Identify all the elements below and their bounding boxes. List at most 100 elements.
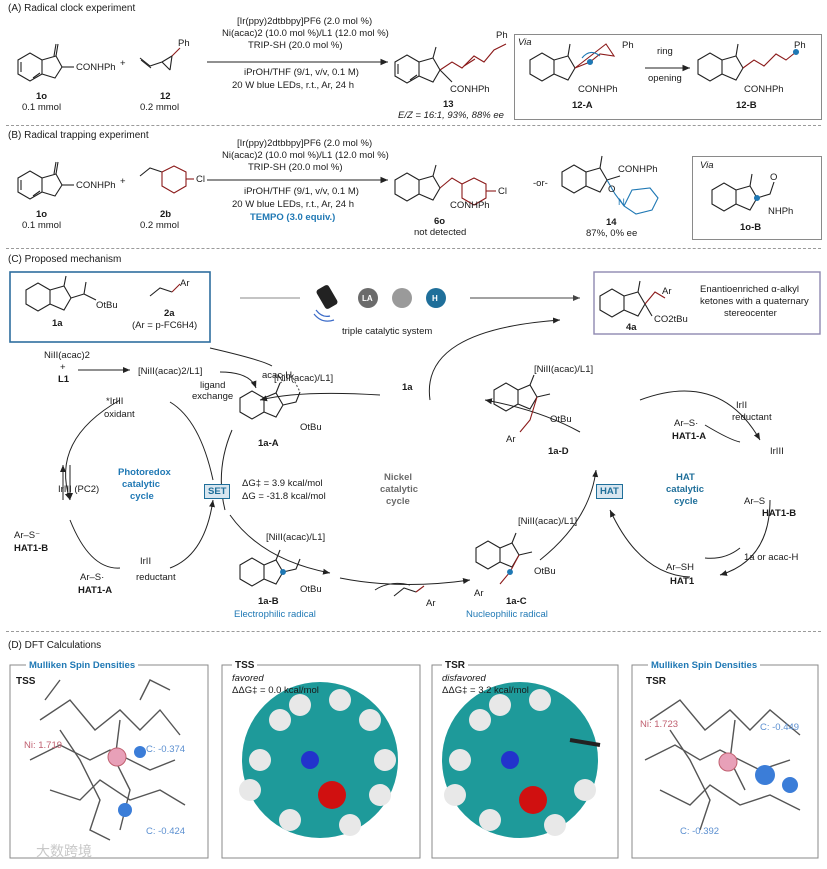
a-via-label: Via [518,37,532,48]
intermediate-1a-b [239,549,301,587]
c-4a-ester: CO2tBu [654,314,688,325]
c-2a-id: 2a [164,308,175,319]
b-via-id: 1o-B [740,222,762,233]
photoredox-title-0: Photoredox [118,467,171,478]
divider-bc [6,248,821,249]
b-1o-group: CONHPh [76,180,116,191]
b-plus: + [120,176,126,187]
divider-cd [6,631,821,632]
indanone-1o-a [17,43,74,82]
i-c-ester: OtBu [534,566,556,577]
d3-energy: ΔΔG‡ = 3.2 kcal/mol [442,685,529,696]
d4-header: Mulliken Spin Densities [648,660,761,671]
ts-r-spacefill [442,682,601,838]
intermediate-1a-c [475,532,533,585]
d4-c1: C: -0.449 [760,722,800,733]
b-14-note: 87%, 0% ee [586,228,638,239]
b-via-o: O [770,172,778,183]
pr-ir2: IrII [140,556,152,567]
c-spin-density-s1 [134,746,146,758]
via-1o-b [711,173,775,212]
d1-c1: C: -0.374 [146,744,186,755]
a-1o-id: 1o [36,91,48,102]
i-c-id: 1a-C [506,596,527,607]
b-6o-id: 6o [434,216,446,227]
b-14-group: CONHPh [618,164,658,175]
start-2a [149,283,181,297]
b-cond-1: Ni(acac)2 (10.0 mol %)/L1 (12.0 mol %) [222,150,389,161]
pr-hat1b: HAT1-B [14,543,49,554]
c-spin-density-r2 [782,777,798,793]
a-1o-amount: 0.1 mmol [22,102,62,113]
start-box [9,271,211,343]
b-2b-cl: Cl [196,174,205,185]
c-1a-ester: OtBu [96,300,118,311]
catalytic-system-caption: triple catalytic system [342,326,433,337]
a-via-12b-id: 12-B [736,100,757,111]
ligand-exchange-1: exchange [192,391,234,402]
a-13-id: 13 [443,99,454,110]
ni-1a: 1a [402,382,413,393]
product-6o [394,164,496,206]
b-1o-id: 1o [36,209,48,220]
i-a-ester: OtBu [300,422,322,433]
d1-ni: Ni: 1.719 [24,740,63,751]
intermediate-1a-a [239,375,301,420]
watermark: 大数跨境 [36,843,92,859]
a-13-ph: Ph [496,30,508,41]
d4-title: TSR [646,676,666,687]
hat-title-0: HAT [676,472,695,483]
hat-hat1a: HAT1-A [672,431,707,442]
final-box [593,271,821,335]
c-2a-note: (Ar = p-FC6H4) [132,320,198,331]
pr-hat1a: HAT1-A [78,585,113,596]
hat-ir3: IrIII [770,446,784,457]
intermediate-1a-d [493,374,551,433]
b-cond-2: TRIP-SH (20.0 mol %) [248,162,343,173]
final-4a [599,280,666,318]
i-a-id: 1a-A [258,438,279,449]
i-c-caption: Nucleophilic radical [466,609,548,620]
a-via-12a-group: CONHPh [578,84,618,95]
c-4a-id: 4a [626,322,637,333]
b-via-label: Via [700,160,714,171]
vinylcyclopropane-12 [139,47,181,71]
a-cond-2: TRIP-SH (20.0 mol %) [248,40,343,51]
c-4a-text-0: Enantioenriched α-alkyl [700,284,799,295]
divider-ab [6,125,821,126]
b-14-o: O [608,184,616,195]
b-2b-amount: 0.2 mmol [140,220,180,231]
photocatalyst-lamp-icon [313,285,338,322]
a-12-id: 12 [160,91,171,102]
product-14-tempo [561,155,659,215]
d1-c2: C: -0.424 [146,826,186,837]
b-or: -or- [533,178,548,189]
a-12-ph: Ph [178,38,190,49]
via-12a [529,43,616,82]
ni-spin-density-s [107,747,127,767]
c-4a-ar: Ar [662,286,672,297]
panel-d2 [221,664,421,859]
hat-ir2: IrII [736,400,748,411]
a-cond-0: [Ir(ppy)2dtbbpy]PF6 (2.0 mol %) [237,16,373,27]
i-d-id: 1a-D [548,446,569,457]
i-d-ester: OtBu [550,414,572,425]
d3-subtitle: disfavored [442,673,486,684]
section-a-title: (A) Radical clock experiment [8,3,136,14]
ts-s-spacefill [239,682,398,838]
ni-spin-density-r [718,752,738,772]
d1-title: TSS [16,676,36,687]
ir3-star: *IrIII [106,396,124,407]
a-1o-group: CONHPh [76,62,116,73]
hat-title-1: catalytic [666,484,705,495]
product-13 [394,43,507,84]
set-label: SET [204,484,231,499]
ir3-pc2: IrIII (PC2) [58,484,100,495]
nickel-title-2: cycle [386,496,410,507]
a-cond-1: Ni(acac)2 (10.0 mol %)/L1 (12.0 mol %) [222,28,389,39]
ligand-exchange-0: ligand [200,380,226,391]
b-2b-id: 2b [160,209,172,220]
d1-header: Mulliken Spin Densities [26,660,139,671]
alkene-c [393,587,417,597]
ni-l1: L1 [58,374,70,385]
